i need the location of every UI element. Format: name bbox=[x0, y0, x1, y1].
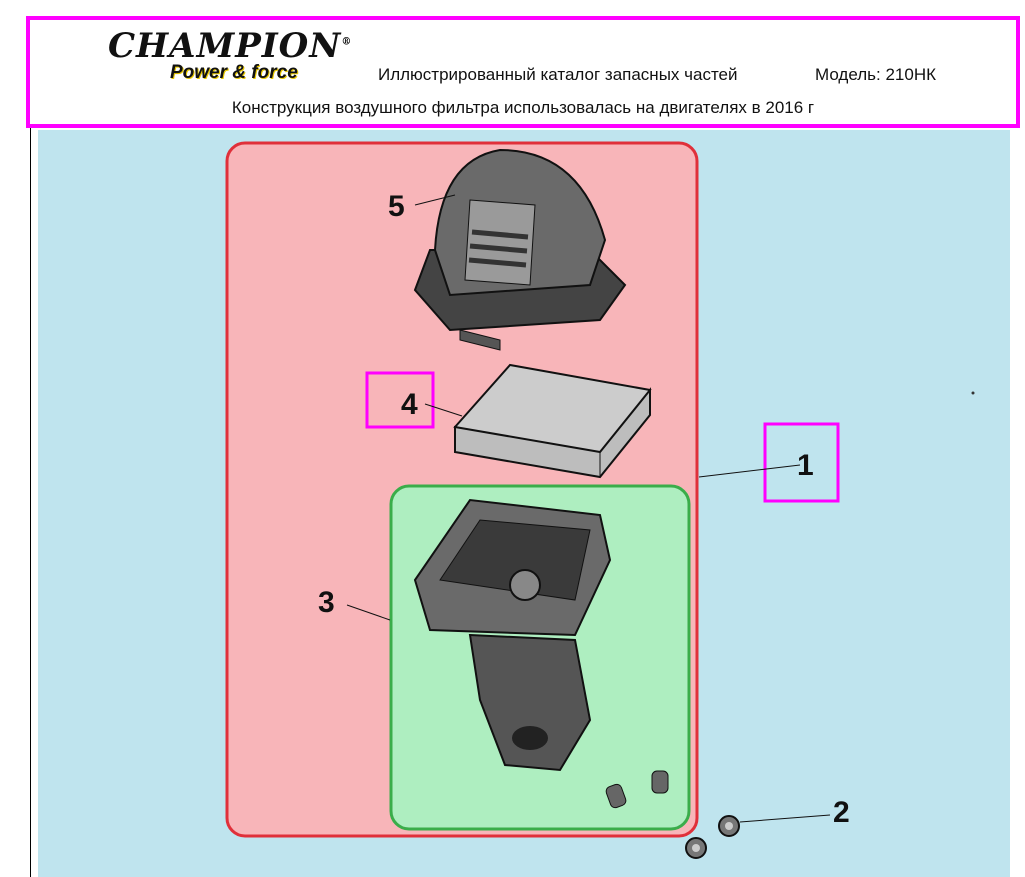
part-4-highlight bbox=[365, 371, 435, 429]
model-label: Модель: 210НК bbox=[815, 65, 937, 84]
nut-part[interactable] bbox=[685, 815, 740, 859]
filter-element-part[interactable] bbox=[453, 363, 652, 479]
part-number-1[interactable]: 1 bbox=[797, 449, 814, 482]
page-frame bbox=[30, 120, 1016, 877]
stray-dot bbox=[971, 391, 975, 395]
leader-line-5 bbox=[414, 194, 456, 206]
part-number-4[interactable]: 4 bbox=[401, 388, 418, 421]
logo-tagline: Power & force bbox=[170, 62, 298, 83]
catalog-subtitle: Конструкция воздушного фильтра использов… bbox=[231, 98, 815, 117]
part-number-2[interactable]: 2 bbox=[833, 796, 850, 829]
part-number-3[interactable]: 3 bbox=[318, 586, 335, 619]
catalog-title: Иллюстрированный каталог запасных частей bbox=[378, 65, 738, 84]
leader-line-1 bbox=[698, 464, 801, 478]
filter-body-part[interactable] bbox=[413, 498, 669, 809]
catalog-header: CHAMPION® Power & force Иллюстрированный… bbox=[26, 16, 1020, 128]
part-number-5[interactable]: 5 bbox=[388, 190, 405, 223]
filter-cover-part[interactable] bbox=[413, 148, 627, 351]
champion-logo: CHAMPION® bbox=[108, 26, 353, 66]
leader-line-3 bbox=[346, 604, 391, 621]
leader-line-2 bbox=[739, 814, 831, 823]
leader-line-4 bbox=[424, 403, 463, 417]
part-1-highlight bbox=[763, 422, 840, 503]
